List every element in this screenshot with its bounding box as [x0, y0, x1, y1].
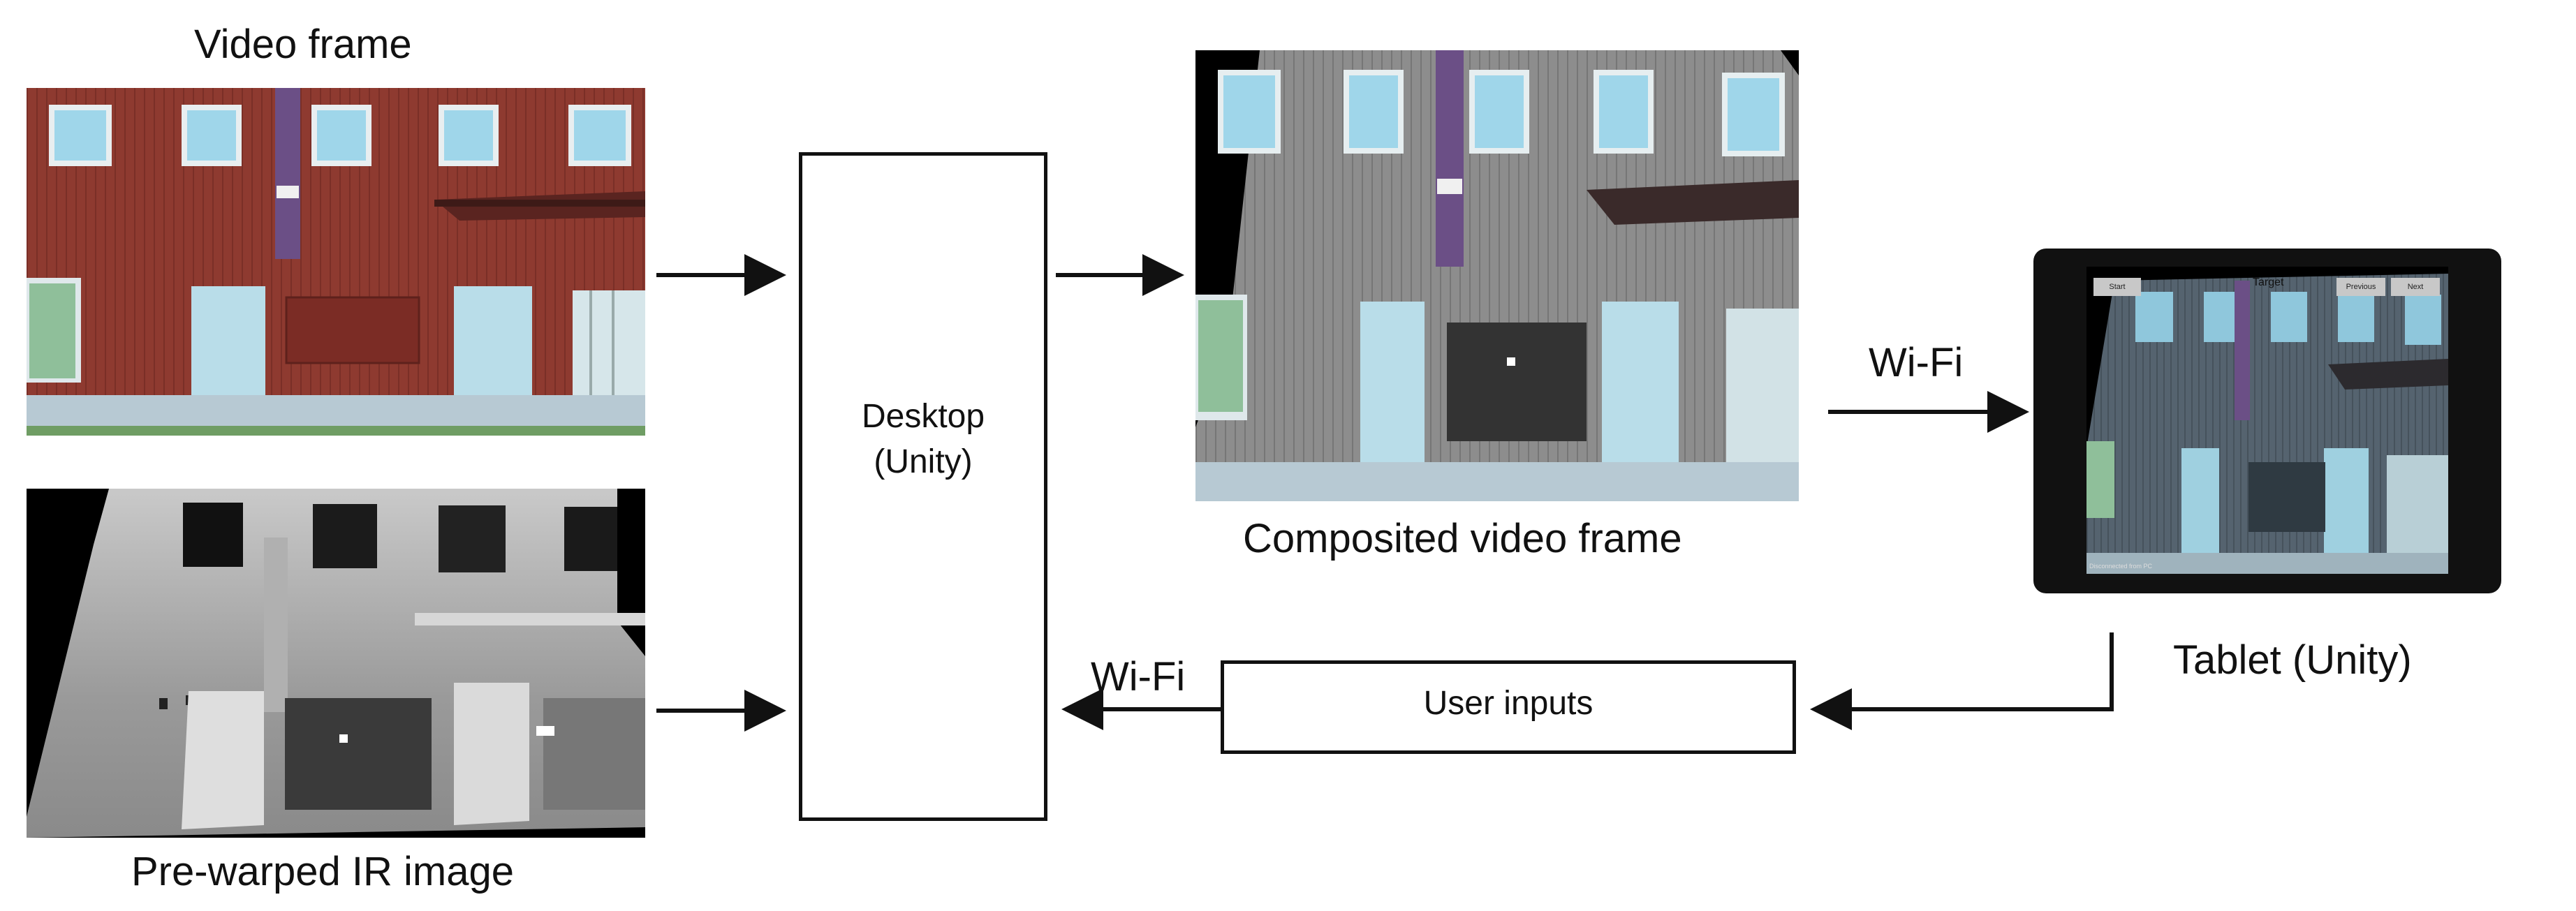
- tablet-device: Start Target Previous Next Disconnected …: [2033, 249, 2501, 593]
- composited-frame-caption: Composited video frame: [1243, 516, 1682, 561]
- desktop-label: Desktop (Unity): [861, 398, 985, 480]
- tablet-status-text: Disconnected from PC: [2089, 563, 2153, 570]
- arrow-tablet-to-userinputs: [1810, 632, 2114, 730]
- video-frame-caption: Video frame: [194, 22, 412, 67]
- tablet-screen: Start Target Previous Next Disconnected …: [2086, 267, 2448, 574]
- tablet-start-button[interactable]: Start: [2093, 278, 2141, 296]
- wifi-to-tablet-label: Wi-Fi: [1869, 340, 1964, 385]
- tablet-caption: Tablet (Unity): [2173, 637, 2412, 683]
- tablet-next-button[interactable]: Next: [2391, 278, 2440, 296]
- tablet-target-label: Target: [2253, 276, 2284, 288]
- composited-frame-image: [1195, 50, 1799, 501]
- wifi-to-desktop-label: Wi-Fi: [1091, 654, 1186, 699]
- user-inputs-box: [1221, 660, 1796, 754]
- video-frame-image: [27, 88, 645, 436]
- user-inputs-label: User inputs: [1423, 685, 1594, 722]
- ir-image-caption: Pre-warped IR image: [131, 849, 514, 894]
- ir-image: [27, 489, 645, 838]
- desktop-box: [799, 152, 1047, 821]
- tablet-previous-button[interactable]: Previous: [2336, 278, 2385, 296]
